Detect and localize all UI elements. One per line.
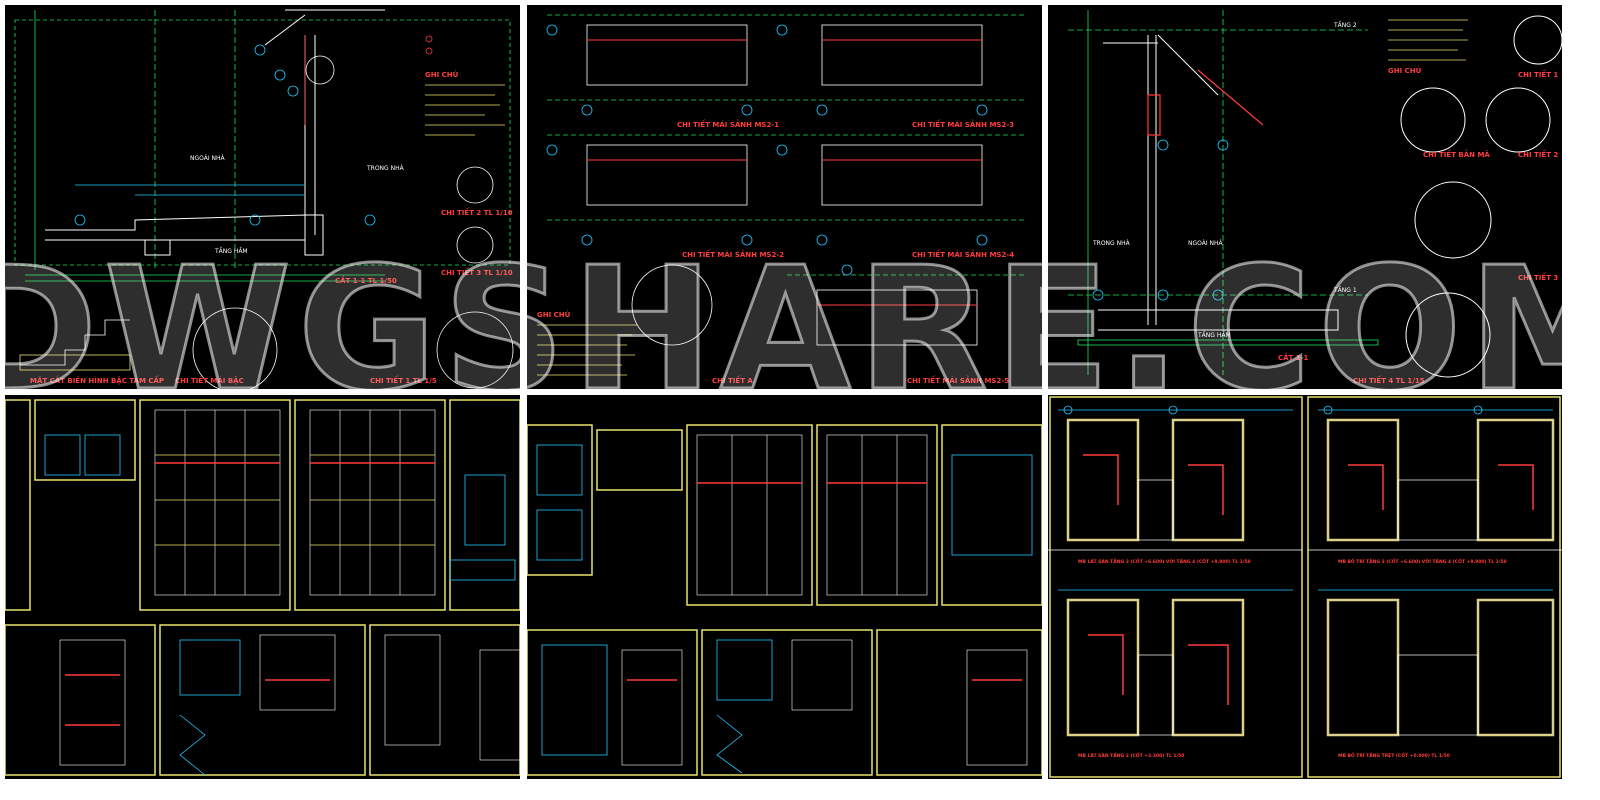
label-detail-a: CHI TIẾT A (712, 375, 753, 385)
label-plan-b: MB BỐ TRÍ TẦNG 3 (CỐT +6.600) VỚI TẦNG 4… (1338, 556, 1507, 565)
label-detail-3: CHI TIẾT 3 TL 1/10 (441, 267, 513, 277)
label-detail-1-b: CHI TIẾT 1 (1518, 69, 1558, 79)
elevations-drawing (5, 399, 520, 776)
drawing-panel-elevations-2[interactable] (527, 395, 1042, 779)
drawing-panel-section[interactable]: NGOÀI NHÀ TRONG NHÀ TẦNG HẦM CẮT 1-1 TL … (5, 5, 520, 389)
label-outside: NGOÀI NHÀ (190, 155, 226, 162)
label-step-section: MẶT CẮT BIÊN HÌNH BẬC TAM CẤP (30, 375, 164, 385)
label-outside-3: NGOÀI NHÀ (1188, 240, 1224, 247)
label-detail-3-b: CHI TIẾT 3 (1518, 272, 1558, 282)
label-section-1-1: CẮT 1-1 TL 1/50 (335, 275, 397, 285)
label-roof-step: CHI TIẾT MÁI BẬC (175, 375, 244, 385)
label-canopy-3: CHI TIẾT MÁI SẢNH MS2-3 (912, 119, 1014, 129)
label-plan-d: MB BỐ TRÍ TẦNG TRỆT (CỐT +0.000) TL 1/50 (1338, 750, 1450, 759)
glass-section-drawing: TẦNG 2 TẦNG 1 TẦNG HẦM TRONG NHÀ NGOÀI N… (1068, 10, 1562, 385)
drawing-panel-glass-section[interactable]: TẦNG 2 TẦNG 1 TẦNG HẦM TRONG NHÀ NGOÀI N… (1048, 5, 1562, 389)
label-basement: TẦNG HẦM (214, 247, 248, 255)
label-canopy-5: CHI TIẾT MÁI SẢNH MS2-5 (907, 375, 1009, 385)
label-notes: GHI CHÚ (425, 70, 459, 79)
label-canopy-4: CHI TIẾT MÁI SẢNH MS2-4 (912, 249, 1014, 259)
label-inside-3: TRONG NHÀ (1092, 240, 1131, 247)
label-plan-a: MB LÁT SÀN TẦNG 3 (CỐT +6.600) VỚI TẦNG … (1078, 556, 1251, 565)
label-section-1-1-b: CẮT 1-1 (1278, 352, 1309, 362)
drawing-panel-elevations[interactable] (5, 395, 520, 779)
label-detail-4: CHI TIẾT 4 TL 1/15 (1353, 375, 1425, 385)
label-notes-2: GHI CHÚ (537, 310, 571, 319)
section-drawing: NGOÀI NHÀ TRONG NHÀ TẦNG HẦM CẮT 1-1 TL … (14, 9, 514, 389)
label-canopy-1: CHI TIẾT MÁI SẢNH MS2-1 (677, 119, 779, 129)
label-canopy-2: CHI TIẾT MÁI SẢNH MS2-2 (682, 249, 784, 259)
label-floor-1: TẦNG 1 (1333, 286, 1357, 294)
label-inside: TRONG NHÀ (366, 165, 405, 172)
label-basement-3: TẦNG HẦM (1197, 331, 1231, 339)
label-detail-2-b: CHI TIẾT 2 (1518, 149, 1558, 159)
label-detail-1: CHI TIẾT 1 TL 1/5 (370, 375, 437, 385)
canopy-drawing: CHI TIẾT MÁI SẢNH MS2-1 CHI TIẾT MÁI SẢN… (537, 14, 1027, 385)
label-plan-c: MB LÁT SÀN TẦNG 2 (CỐT +3.300) TL 1/50 (1078, 750, 1184, 759)
elevations-drawing-2 (527, 424, 1042, 776)
label-floor-2: TẦNG 2 (1333, 21, 1357, 29)
label-detail-2: CHI TIẾT 2 TL 1/10 (441, 207, 513, 217)
drawing-panel-canopy-details[interactable]: CHI TIẾT MÁI SẢNH MS2-1 CHI TIẾT MÁI SẢN… (527, 5, 1042, 389)
label-plate-detail: CHI TIẾT BẢN MÃ (1423, 149, 1490, 159)
floor-plans-drawing: MB LÁT SÀN TẦNG 3 (CỐT +6.600) VỚI TẦNG … (1048, 396, 1562, 778)
drawing-panel-floor-plans[interactable]: MB LÁT SÀN TẦNG 3 (CỐT +6.600) VỚI TẦNG … (1048, 395, 1562, 779)
label-notes-3: GHI CHÚ (1388, 66, 1422, 75)
